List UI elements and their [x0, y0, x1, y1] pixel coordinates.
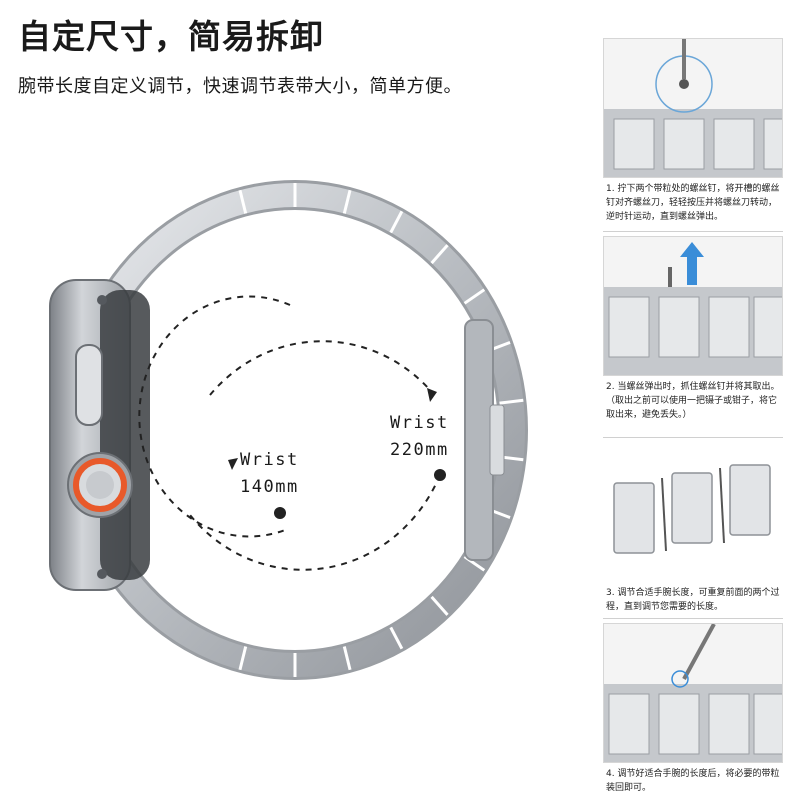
- screwdriver-icon: [682, 624, 716, 680]
- wrist-large-word: Wrist: [390, 413, 449, 433]
- step-2-image: [603, 236, 783, 376]
- wrist-small-dot: [274, 507, 286, 519]
- page-subtitle: 腕带长度自定义调节，快速调节表带大小，简单方便。: [18, 76, 462, 97]
- step-1-text: 1. 拧下两个带粒处的螺丝钉，将开槽的螺丝钉对齐螺丝刀，轻轻按压并将螺丝刀转动，…: [606, 184, 780, 222]
- step-divider: [603, 231, 783, 232]
- step-1-image: [603, 38, 783, 178]
- bracelet-link-mark: [238, 189, 248, 214]
- step-2-text: 2. 当螺丝弹出时，抓住螺丝钉并将其取出。（取出之前可以使用一把镊子或钳子，将它…: [606, 382, 780, 420]
- wrist-large-arc-bottom: [189, 474, 441, 571]
- watch-illustration: Wrist 140mm Wrist 220mm: [40, 170, 580, 800]
- step-3: 3. 调节合适手腕长度，可重复前面的两个过程，直到调节您需要的长度。: [603, 442, 783, 614]
- bracelet-link-mark: [389, 626, 404, 650]
- step-1: 1. 拧下两个带粒处的螺丝钉，将开槽的螺丝钉对齐螺丝刀，轻轻按压并将螺丝刀转动，…: [603, 38, 783, 224]
- wrist-large-arc-top: [209, 340, 431, 396]
- wrist-small-arc: [138, 295, 291, 538]
- bracelet-link-icon: [613, 464, 771, 554]
- watch-side-button: [75, 344, 103, 426]
- watch-bracelet-graphic: [49, 180, 528, 680]
- wrist-large-label: Wrist 220mm: [390, 410, 449, 464]
- step-3-text: 3. 调节合适手腕长度，可重复前面的两个过程，直到调节您需要的长度。: [606, 588, 780, 612]
- step-divider: [603, 437, 783, 438]
- wrist-large-dot: [434, 469, 446, 481]
- bracelet-clasp: [464, 319, 494, 561]
- bracelet-link-mark: [389, 210, 404, 234]
- bracelet-link-mark: [342, 189, 352, 214]
- step-divider: [603, 618, 783, 619]
- arrow-up-icon: [680, 242, 704, 285]
- wrist-small-label: Wrist 140mm: [240, 447, 299, 501]
- bracelet-link-mark: [238, 646, 248, 671]
- bracelet-link-mark: [342, 646, 352, 671]
- wrist-small-size: 140mm: [240, 477, 299, 497]
- step-4-text: 4. 调节好适合手腕的长度后，将必要的带粒装回即可。: [606, 769, 780, 793]
- page-title: 自定尺寸，简易拆卸: [18, 17, 324, 56]
- step-4-image: [603, 623, 783, 763]
- wrist-small-word: Wrist: [240, 450, 299, 470]
- wrist-large-size: 220mm: [390, 440, 449, 460]
- rotate-icon: [671, 670, 689, 688]
- step-4: 4. 调节好适合手腕的长度后，将必要的带粒装回即可。: [603, 623, 783, 795]
- bracelet-links: [238, 183, 524, 677]
- bracelet-link-mark: [430, 595, 449, 616]
- step-2: 2. 当螺丝弹出时，抓住螺丝钉并将其取出。（取出之前可以使用一把镊子或钳子，将它…: [603, 236, 783, 422]
- pin-icon: [668, 267, 672, 287]
- bracelet-link-mark: [430, 244, 449, 265]
- bracelet-link-mark: [463, 288, 486, 305]
- step-3-image: [603, 442, 783, 582]
- bracelet-link-mark: [499, 398, 524, 405]
